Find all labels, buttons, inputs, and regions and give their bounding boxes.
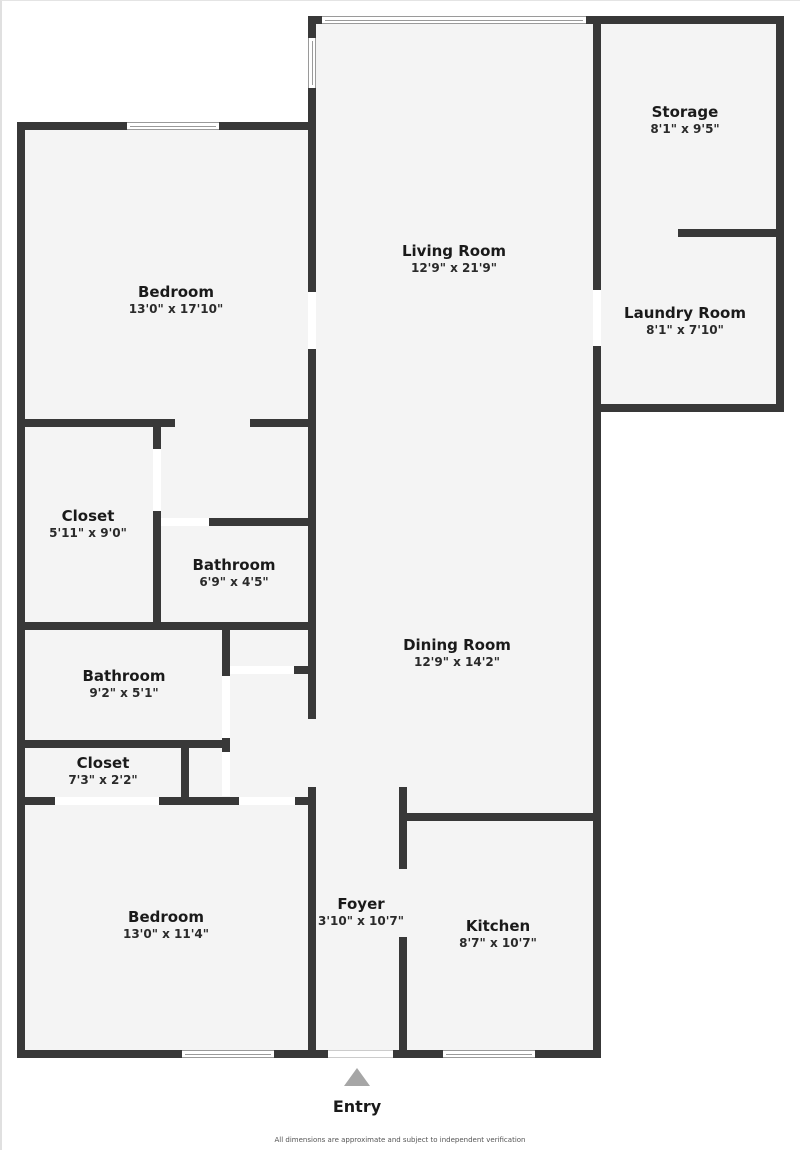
room-name: Laundry Room bbox=[624, 304, 746, 322]
wall bbox=[776, 16, 784, 412]
wall bbox=[17, 1050, 182, 1058]
doorway bbox=[230, 666, 294, 674]
room-bathroom-1: Bathroom 6'9" x 4'5" bbox=[192, 556, 275, 590]
window bbox=[127, 122, 219, 130]
wall bbox=[222, 622, 230, 676]
room-dining-room: Dining Room 12'9" x 14'2" bbox=[403, 636, 511, 670]
wall bbox=[399, 937, 407, 1058]
room-dimensions: 8'1" x 7'10" bbox=[646, 323, 724, 337]
room-dimensions: 8'7" x 10'7" bbox=[459, 936, 537, 950]
wall bbox=[308, 16, 316, 38]
doorway bbox=[308, 292, 316, 349]
room-dimensions: 13'0" x 11'4" bbox=[122, 927, 210, 941]
wall bbox=[294, 666, 312, 674]
wall bbox=[159, 797, 239, 805]
doorway bbox=[222, 752, 230, 796]
wall bbox=[308, 787, 316, 1058]
room-dimensions: 5'11" x 9'0" bbox=[49, 526, 127, 540]
room-dimensions: 13'0" x 17'10" bbox=[128, 302, 224, 316]
window bbox=[182, 1050, 274, 1058]
wall bbox=[678, 229, 784, 237]
wall bbox=[153, 419, 161, 449]
room-closet-1: Closet 5'11" x 9'0" bbox=[49, 507, 127, 541]
room-name: Closet bbox=[76, 754, 130, 772]
wall bbox=[308, 16, 322, 24]
wall bbox=[250, 419, 312, 427]
wall bbox=[17, 419, 175, 427]
window bbox=[322, 16, 586, 24]
wall bbox=[593, 404, 784, 412]
wall bbox=[274, 1050, 328, 1058]
room-dimensions: 12'9" x 14'2" bbox=[413, 655, 501, 669]
entry-arrow-icon bbox=[344, 1068, 370, 1086]
wall bbox=[308, 88, 316, 292]
floor-right-wing bbox=[596, 20, 782, 410]
wall bbox=[17, 122, 25, 1058]
wall bbox=[219, 122, 315, 130]
room-closet-2: Closet 7'3" x 2'2" bbox=[68, 754, 137, 788]
room-name: Storage bbox=[651, 103, 719, 121]
room-bedroom-2: Bedroom 13'0" x 11'4" bbox=[123, 908, 209, 942]
room-laundry-room: Laundry Room 8'1" x 7'10" bbox=[624, 304, 746, 338]
wall bbox=[399, 813, 601, 821]
wall bbox=[17, 797, 55, 805]
window bbox=[308, 38, 316, 88]
entry-door[interactable] bbox=[328, 1050, 393, 1058]
room-name: Bathroom bbox=[192, 556, 276, 574]
wall bbox=[393, 1050, 443, 1058]
room-name: Dining Room bbox=[403, 636, 511, 654]
wall bbox=[181, 744, 189, 804]
wall bbox=[295, 797, 312, 805]
room-name: Bathroom bbox=[82, 667, 166, 685]
doorway bbox=[161, 518, 209, 526]
wall bbox=[17, 622, 312, 630]
room-name: Foyer bbox=[337, 895, 385, 913]
room-storage: Storage 8'1" x 9'5" bbox=[650, 103, 719, 137]
wall bbox=[209, 518, 312, 526]
room-dimensions: 8'1" x 9'5" bbox=[650, 122, 720, 136]
wall bbox=[535, 1050, 601, 1058]
doorway bbox=[222, 676, 230, 738]
wall bbox=[17, 122, 127, 130]
room-bathroom-2: Bathroom 9'2" x 5'1" bbox=[82, 667, 165, 701]
floor-central bbox=[312, 20, 596, 1055]
doorway bbox=[239, 797, 295, 805]
room-dimensions: 12'9" x 21'9" bbox=[410, 261, 498, 275]
wall bbox=[399, 787, 407, 869]
room-dimensions: 6'9" x 4'5" bbox=[199, 575, 269, 589]
entry-label: Entry bbox=[332, 1097, 382, 1116]
wall bbox=[593, 16, 601, 290]
room-foyer: Foyer 3'10" x 10'7" bbox=[318, 895, 404, 929]
room-living-room: Living Room 12'9" x 21'9" bbox=[402, 242, 506, 276]
window bbox=[443, 1050, 535, 1058]
disclaimer-text: All dimensions are approximate and subje… bbox=[274, 1136, 526, 1144]
room-dimensions: 3'10" x 10'7" bbox=[317, 914, 405, 928]
room-name: Bedroom bbox=[138, 283, 214, 301]
floor-left-wing bbox=[22, 127, 312, 1055]
doorway bbox=[593, 290, 601, 346]
room-name: Kitchen bbox=[465, 917, 531, 935]
doorway bbox=[55, 797, 159, 805]
doorway bbox=[153, 449, 161, 511]
room-bedroom-1: Bedroom 13'0" x 17'10" bbox=[129, 283, 223, 317]
wall bbox=[308, 349, 316, 719]
room-dimensions: 7'3" x 2'2" bbox=[68, 773, 138, 787]
wall bbox=[153, 511, 161, 629]
wall bbox=[593, 346, 601, 1058]
room-dimensions: 9'2" x 5'1" bbox=[89, 686, 159, 700]
wall bbox=[17, 740, 230, 748]
wall bbox=[586, 16, 784, 24]
room-name: Living Room bbox=[401, 242, 507, 260]
room-name: Closet bbox=[61, 507, 115, 525]
room-name: Bedroom bbox=[128, 908, 204, 926]
room-kitchen: Kitchen 8'7" x 10'7" bbox=[459, 917, 537, 951]
